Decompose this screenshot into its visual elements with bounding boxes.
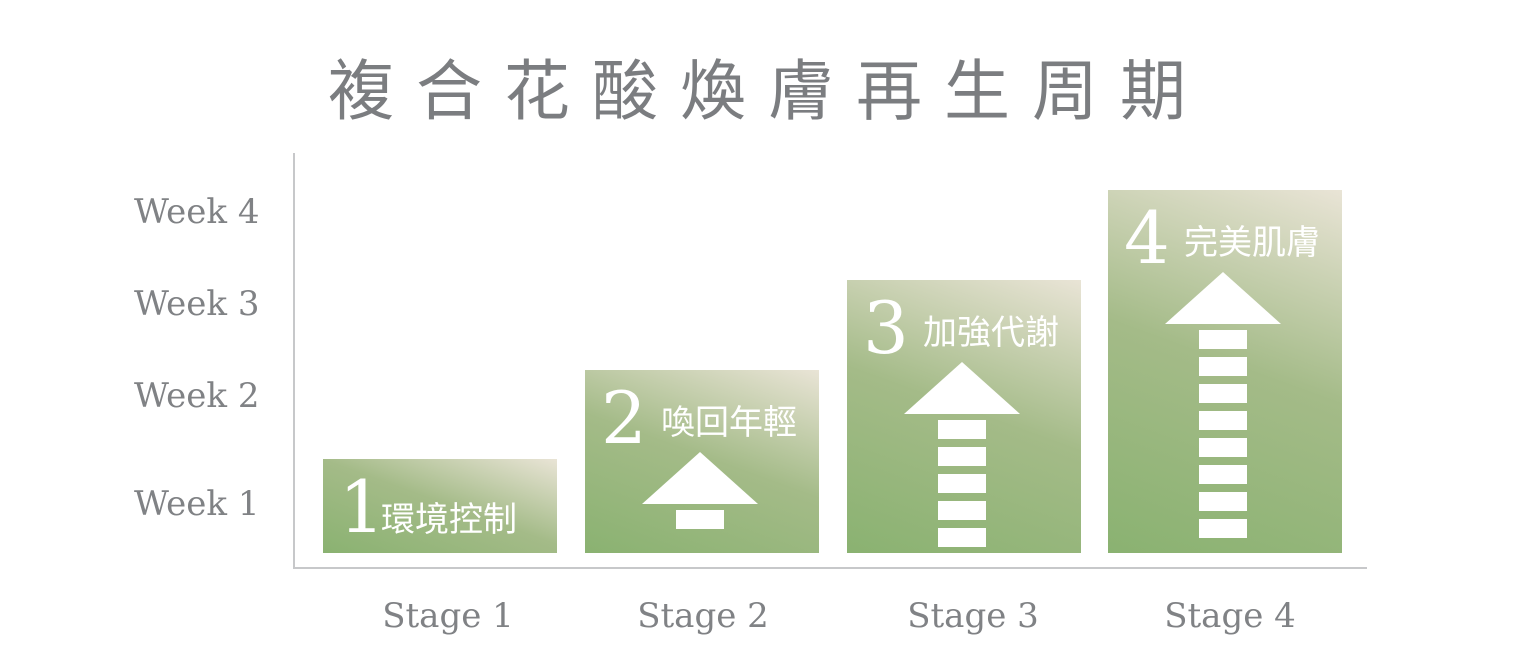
bar-text-label: 環境控制 <box>381 500 517 541</box>
bar-number-label: 4 <box>1124 196 1170 281</box>
bar-number-label: 1 <box>339 465 385 550</box>
chart-title: 複合花酸煥膚再生周期 <box>328 53 1208 130</box>
x-axis <box>293 567 1367 569</box>
y-tick-label: Week 2 <box>134 376 260 416</box>
up-arrow-icon <box>642 451 758 529</box>
bar-stage-1 <box>323 459 557 553</box>
up-arrow-icon <box>904 361 1020 547</box>
bar-text-label: 完美肌膚 <box>1184 223 1320 264</box>
bar-text-label: 喚回年輕 <box>661 402 797 443</box>
bar-number-label: 3 <box>863 285 909 370</box>
y-tick-label: Week 4 <box>134 192 260 232</box>
x-tick-label: Stage 3 <box>907 596 1039 636</box>
bar-text-label: 加強代謝 <box>923 312 1059 353</box>
y-axis <box>293 153 295 569</box>
y-tick-label: Week 3 <box>134 284 260 324</box>
x-tick-label: Stage 2 <box>637 596 769 636</box>
x-tick-label: Stage 1 <box>382 596 514 636</box>
up-arrow-icon <box>1165 272 1281 539</box>
x-tick-label: Stage 4 <box>1164 596 1296 636</box>
bar-number-label: 2 <box>601 375 647 460</box>
y-tick-label: Week 1 <box>134 484 260 524</box>
